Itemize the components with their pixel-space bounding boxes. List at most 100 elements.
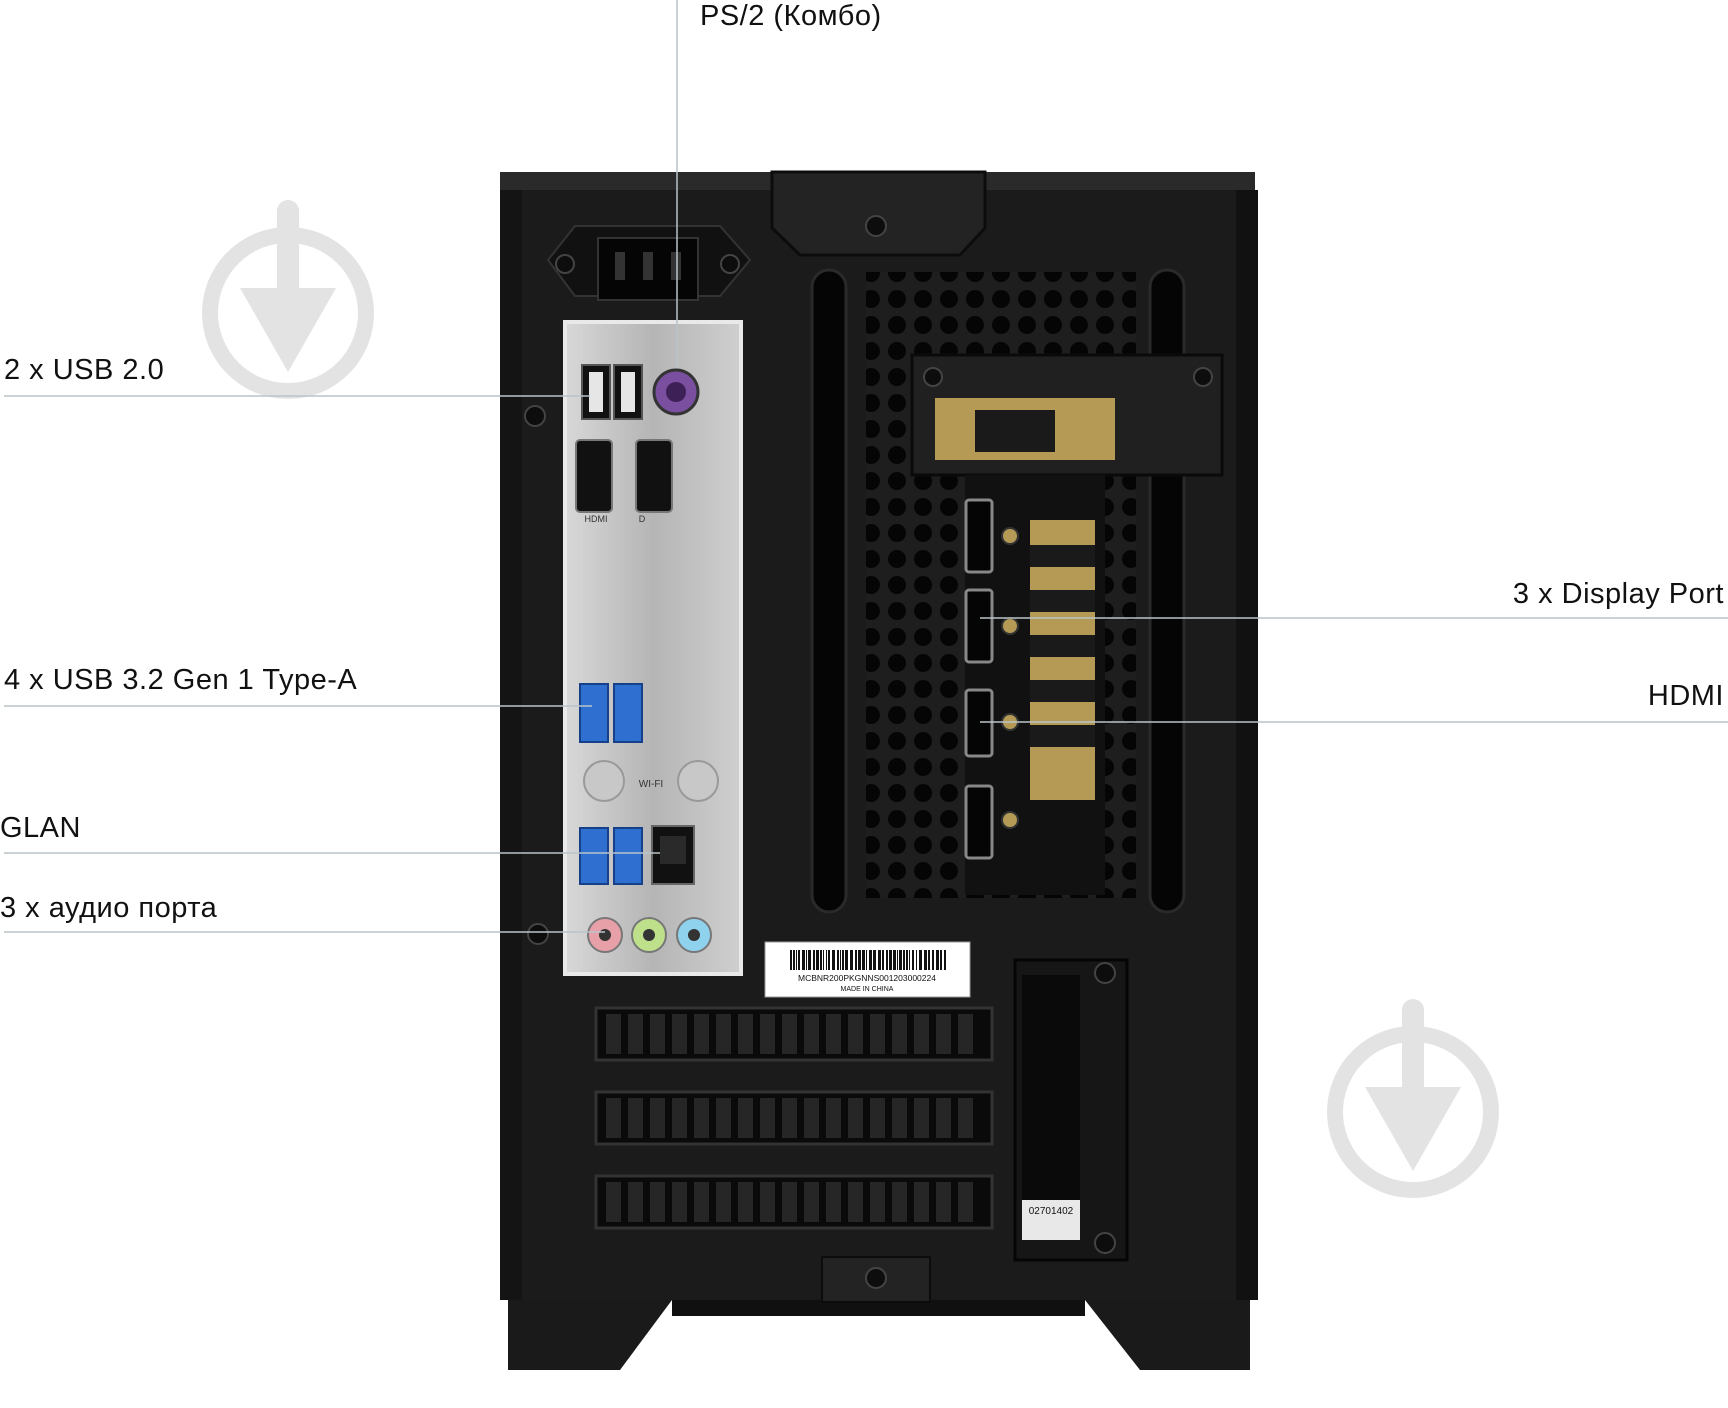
barcode-bar (806, 950, 807, 970)
serial-sticker: MCBNR200PKGNNS001203000224 MADE IN CHINA (764, 941, 971, 998)
barcode-bar (842, 950, 844, 970)
usb32-ports-lower (579, 827, 643, 885)
barcode-bar (936, 950, 939, 970)
watermark-logo-right (1327, 999, 1499, 1198)
slot-grill-bar (826, 1014, 841, 1054)
barcode-bar (893, 950, 896, 970)
slot-grill-bar (672, 1182, 687, 1222)
slot-grill-bar (914, 1182, 929, 1222)
barcode-bar (919, 950, 922, 970)
slot-grill-bar (628, 1182, 643, 1222)
slot-grill-bar (892, 1014, 907, 1054)
slot-grill-bar (848, 1182, 863, 1222)
lan-port (651, 825, 695, 885)
gpu-displayport-1 (964, 498, 994, 574)
sticker-origin: MADE IN CHINA (841, 986, 894, 993)
slot-grill-bar (738, 1098, 753, 1138)
slot-grill-bar (958, 1098, 973, 1138)
slot-grill-bar (804, 1098, 819, 1138)
slot-grill-bar (672, 1098, 687, 1138)
slot-grill-bar (936, 1098, 951, 1138)
slot-grill-bar (650, 1182, 665, 1222)
slot-grill-bar (760, 1182, 775, 1222)
slot-grill-bar (628, 1014, 643, 1054)
slot-grill-bar (936, 1014, 951, 1054)
slot-grill-bar (892, 1098, 907, 1138)
slot-grill-bar (914, 1014, 929, 1054)
slot-grill-bar (826, 1182, 841, 1222)
gpu-sticker-code: 02701402 (1029, 1206, 1074, 1217)
barcode-bar (928, 950, 930, 970)
slot-grill-bar (914, 1098, 929, 1138)
callout-hdmi: HDMI (1647, 680, 1724, 712)
callout-ps2: PS/2 (Комбо) (700, 0, 882, 32)
barcode-bar (845, 950, 848, 970)
callout-usb32: 4 x USB 3.2 Gen 1 Type-A (4, 664, 358, 696)
slot-grill-bar (760, 1014, 775, 1054)
slot-grill-bar (958, 1182, 973, 1222)
barcode-bar (855, 950, 857, 970)
barcode-bar (823, 950, 824, 970)
slot-grill-bar (958, 1014, 973, 1054)
slot-grill-bar (892, 1182, 907, 1222)
slot-grills (606, 1014, 973, 1222)
slot-grill-bar (716, 1182, 731, 1222)
barcode-bar (793, 950, 795, 970)
barcode-bar (828, 950, 830, 970)
gpu-bracket (910, 353, 1224, 895)
barcode-bar (798, 950, 800, 970)
barcode-bar (796, 950, 797, 970)
io-shield (563, 320, 743, 976)
barcode-bar (813, 950, 815, 970)
barcode-bar (790, 950, 792, 970)
barcode-bar (940, 950, 942, 970)
callout-displayport: 3 x Display Port (1512, 578, 1724, 610)
barcode-bar (850, 950, 853, 970)
barcode-bar (897, 950, 898, 970)
slot-grill-bar (606, 1182, 621, 1222)
slot-grill-bar (606, 1098, 621, 1138)
barcode-bar (886, 950, 888, 970)
barcode-bar (858, 950, 861, 970)
usb2-ports (581, 364, 643, 420)
barcode-bar (808, 950, 811, 970)
slot-grill-bar (760, 1098, 775, 1138)
slot-grill-bar (738, 1182, 753, 1222)
watermark-logo-left (202, 200, 374, 399)
barcode-bar (840, 950, 841, 970)
callout-lines (4, 0, 1728, 933)
shield-mark-hdmi: HDMI (585, 514, 608, 524)
barcode-bar (878, 950, 881, 970)
barcode-bar (909, 950, 910, 970)
barcode-bar (882, 950, 884, 970)
barcode-bar (826, 950, 827, 970)
shield-mark-wifi: WI-FI (639, 779, 663, 790)
slot-grill-bar (936, 1182, 951, 1222)
slot-grill-bar (870, 1014, 885, 1054)
ps2-port (652, 368, 700, 416)
barcode-bar (944, 950, 946, 970)
gpu-displayport-3 (964, 784, 994, 860)
barcode-bar (820, 950, 822, 970)
audio-jacks (587, 917, 712, 953)
slot-grill-bar (650, 1098, 665, 1138)
slot-grill-bar (870, 1182, 885, 1222)
slot-grill-bar (694, 1098, 709, 1138)
barcode-bar (832, 950, 835, 970)
slot-grill-bar (848, 1014, 863, 1054)
barcode-bar (837, 950, 839, 970)
barcode-bar (916, 950, 917, 970)
gpu-displayport-2 (964, 588, 994, 664)
barcode-bar (932, 950, 934, 970)
slot-grill-bar (782, 1182, 797, 1222)
slot-grill-bar (782, 1098, 797, 1138)
callout-usb2: 2 x USB 2.0 (4, 354, 165, 386)
barcode-bar (924, 950, 927, 970)
shield-mark-dp: D (639, 514, 646, 524)
barcode-bar (903, 950, 905, 970)
slot-grill-bar (848, 1098, 863, 1138)
slot-grill-bar (628, 1098, 643, 1138)
gpu-hdmi (964, 688, 994, 758)
